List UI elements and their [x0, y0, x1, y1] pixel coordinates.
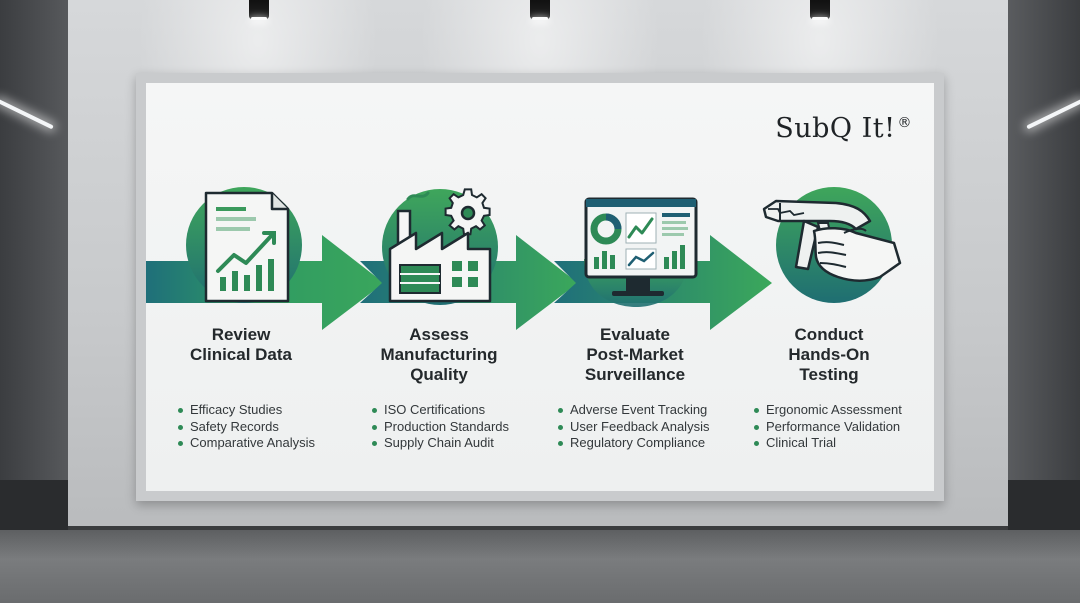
step-3-list: Adverse Event Tracking User Feedback Ana…: [558, 402, 709, 452]
step-4-title: Conduct Hands-On Testing: [788, 325, 870, 384]
floor: [0, 530, 1080, 603]
spotlight-2: [530, 0, 550, 20]
step-3-title: Evaluate Post-Market Surveillance: [584, 325, 686, 384]
brand-logo: SubQ It!®: [775, 113, 912, 144]
registered-mark: ®: [897, 115, 912, 131]
list-item: Safety Records: [178, 419, 315, 436]
list-item: Ergonomic Assessment: [754, 402, 902, 419]
list-item: Efficacy Studies: [178, 402, 315, 419]
list-item: Clinical Trial: [754, 435, 902, 452]
list-item: Comparative Analysis: [178, 435, 315, 452]
step-1-list: Efficacy Studies Safety Records Comparat…: [178, 402, 315, 452]
list-item: Production Standards: [372, 419, 509, 436]
step-4-list: Ergonomic Assessment Performance Validat…: [754, 402, 902, 452]
brand-name: SubQ It!: [775, 113, 896, 144]
left-wall: [0, 0, 68, 480]
injector-hand-icon: [762, 187, 902, 303]
dashboard-monitor-icon: [584, 197, 698, 307]
step-2-title: Assess Manufacturing Quality: [380, 325, 498, 384]
process-board: SubQ It!®: [136, 73, 944, 501]
clinical-report-icon: [186, 187, 302, 303]
list-item: ISO Certifications: [372, 402, 509, 419]
step-1-title: Review Clinical Data: [189, 325, 293, 364]
right-wall: [1008, 0, 1080, 480]
list-item: Performance Validation: [754, 419, 902, 436]
list-item: Adverse Event Tracking: [558, 402, 709, 419]
list-item: Supply Chain Audit: [372, 435, 509, 452]
spotlight-3: [810, 0, 830, 20]
list-item: User Feedback Analysis: [558, 419, 709, 436]
list-item: Regulatory Compliance: [558, 435, 709, 452]
step-2-list: ISO Certifications Production Standards …: [372, 402, 509, 452]
spotlight-1: [249, 0, 269, 20]
board-surface: SubQ It!®: [146, 83, 934, 491]
factory-gear-icon: [382, 188, 498, 305]
